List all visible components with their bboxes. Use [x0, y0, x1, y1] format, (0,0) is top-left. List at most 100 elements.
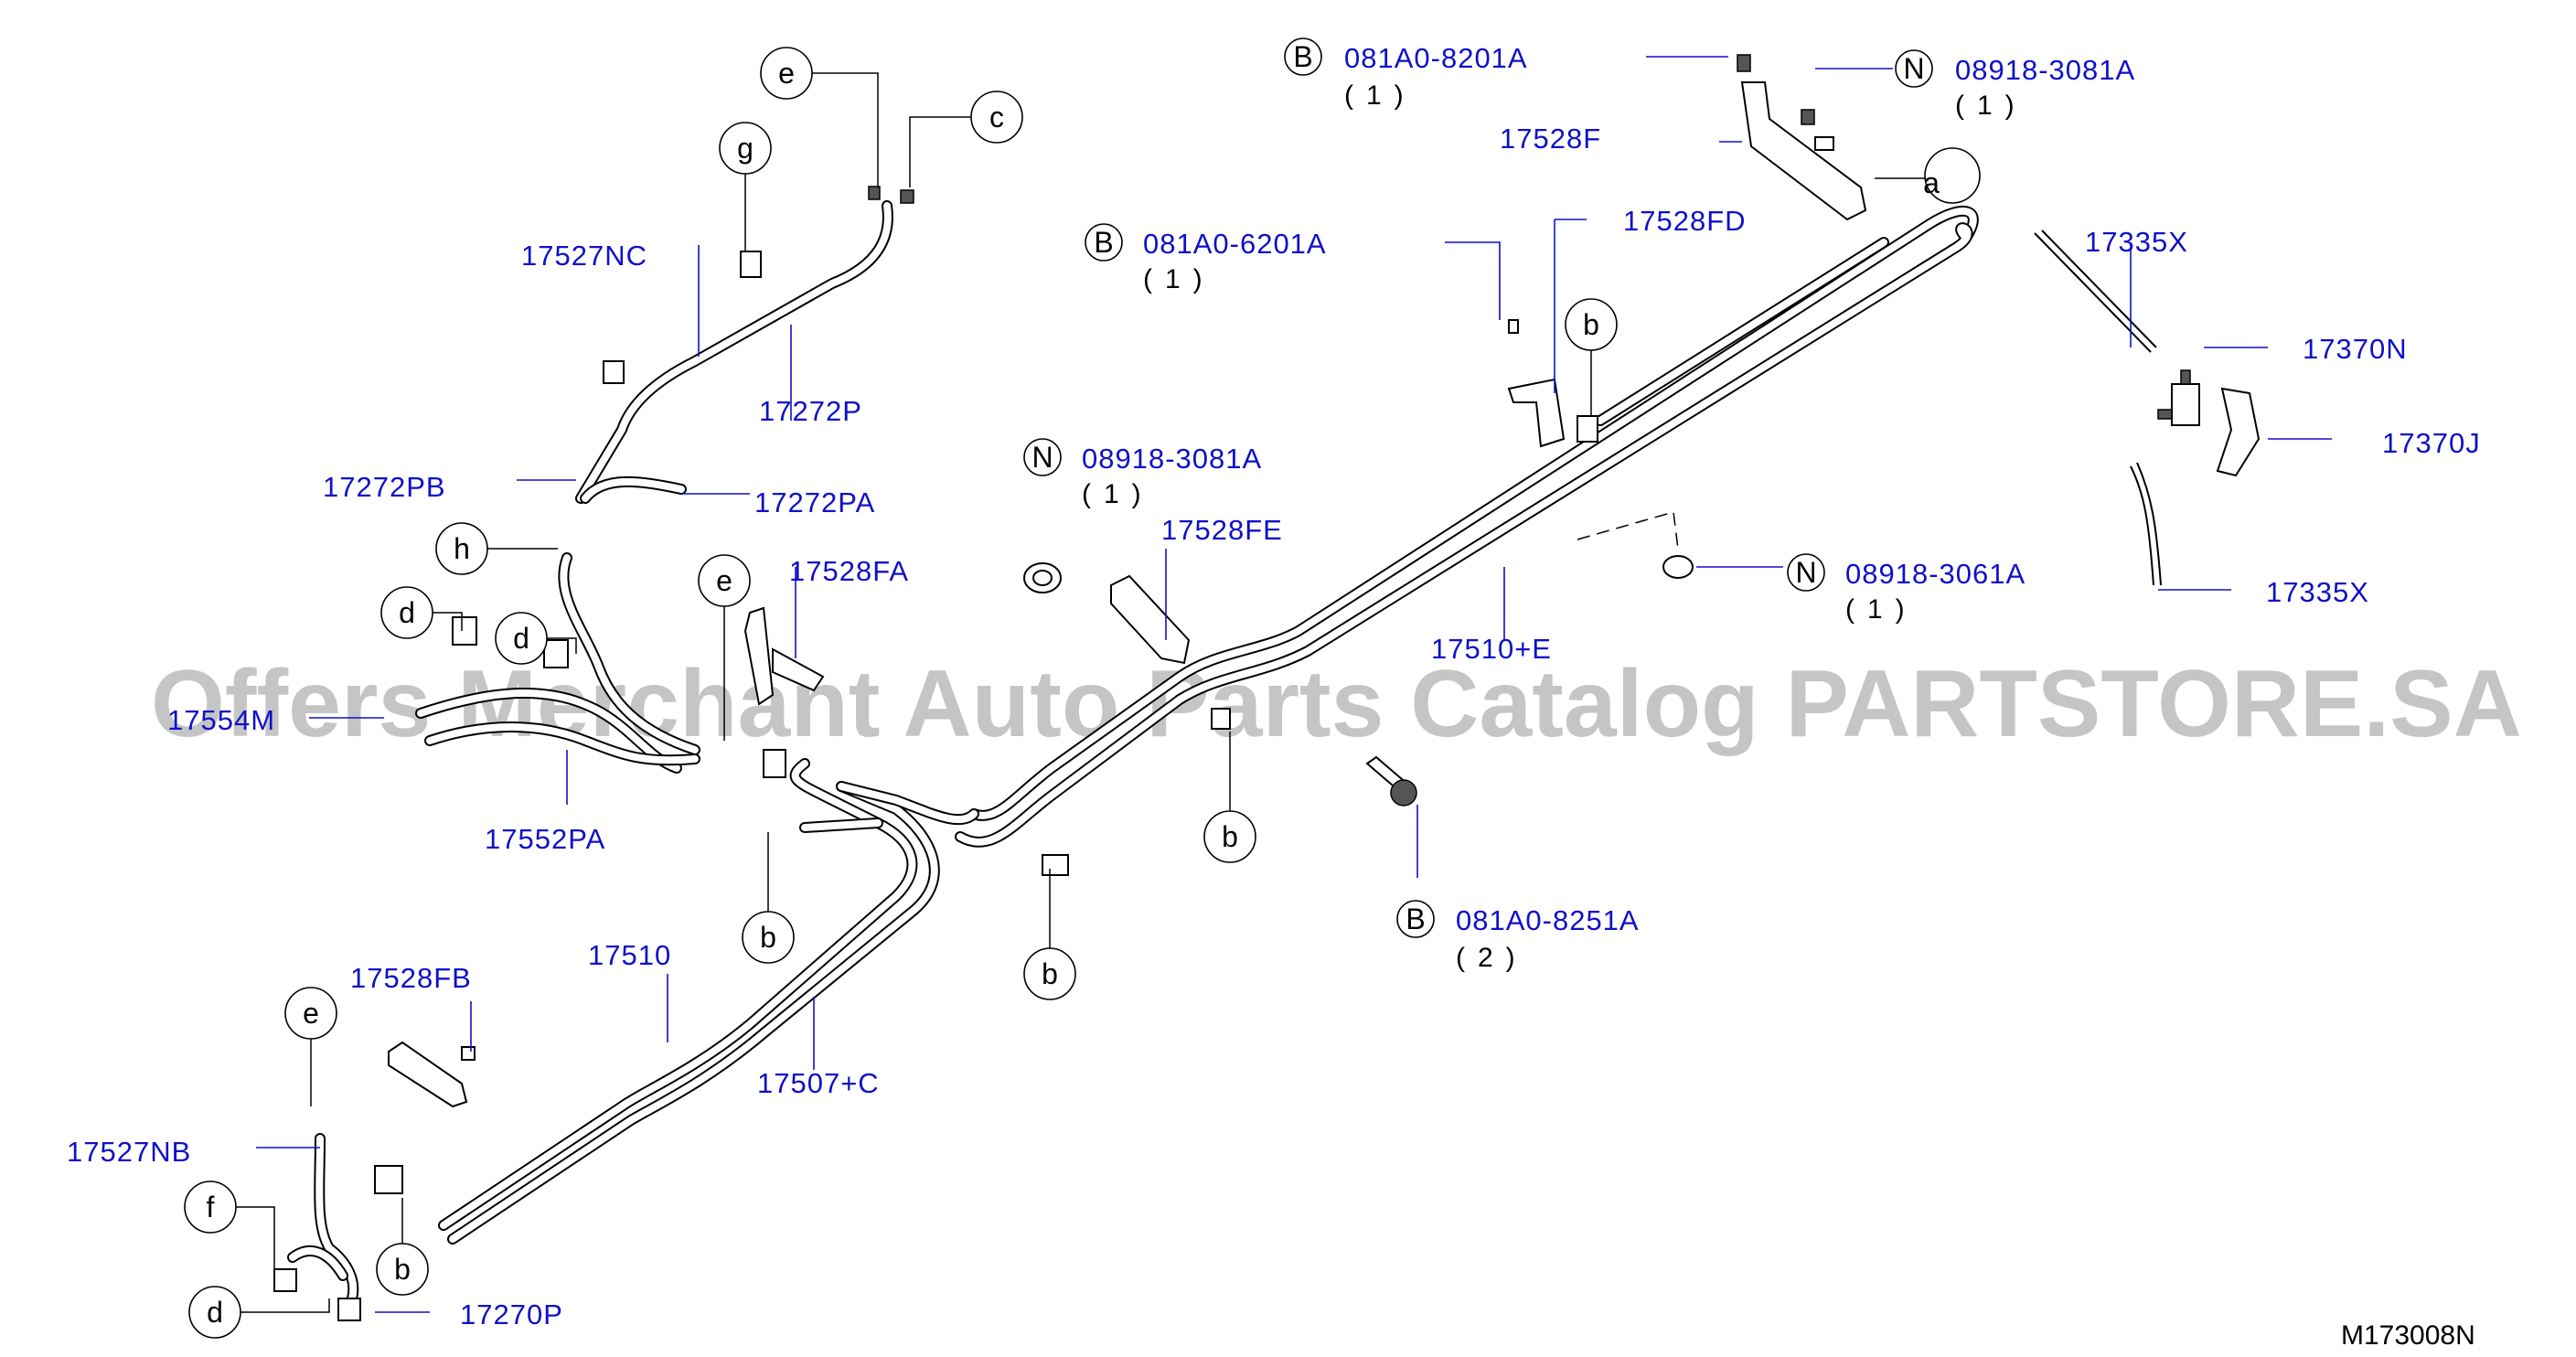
bracket-17528fa	[743, 606, 825, 706]
label-17528fb: 17528FB	[350, 962, 472, 994]
callout-f: f	[184, 1181, 237, 1234]
svg-text:b: b	[394, 1253, 411, 1286]
fastener-prefix: B	[1293, 40, 1312, 73]
svg-text:d: d	[513, 622, 529, 655]
hose-17335x	[2034, 230, 2162, 586]
fastener-prefix-circle	[1396, 900, 1435, 938]
part-number-labels: 17527NC 17272P 17272PB 17272PA 17554M 17…	[67, 123, 2481, 1330]
fastener-prefix: N	[1795, 556, 1816, 589]
fastener-prefix-circle	[1284, 37, 1322, 76]
callout-b: b	[376, 1243, 429, 1296]
fastener-prefix: B	[1406, 903, 1425, 935]
label-17527nc: 17527NC	[521, 240, 647, 272]
label-17272pb: 17272PB	[323, 471, 446, 503]
fastener-qty: (1)	[1955, 91, 2027, 121]
callout-b: b	[1203, 810, 1256, 863]
bracket-17370j	[2216, 387, 2261, 477]
label-17510e: 17510+E	[1431, 633, 1552, 665]
bracket-17528f	[1740, 81, 1867, 221]
label-17272p: 17272P	[759, 395, 862, 427]
callout-h: h	[435, 522, 488, 575]
bracket-17528fd	[1507, 378, 1566, 448]
label-17370j: 17370J	[2382, 427, 2481, 459]
svg-text:h: h	[454, 532, 470, 565]
bracket-17528fb	[388, 1041, 468, 1108]
callout-c: c	[970, 91, 1023, 144]
callout-d: d	[188, 1286, 241, 1339]
label-17335x-top: 17335X	[2085, 226, 2188, 258]
fastener-qty: (1)	[1143, 264, 1215, 294]
leader-lines	[256, 56, 2332, 1313]
fastener-part-08918-3061a: 08918-3061A	[1845, 558, 2026, 590]
callout-b: b	[1565, 298, 1618, 351]
callout-d: d	[495, 612, 548, 665]
fastener-labels: B 081A0-8201A (1) N 08918-3081A (1) B 08…	[1023, 37, 2135, 973]
hose-17272p	[575, 200, 893, 504]
callout-d: d	[380, 586, 433, 639]
label-17554m: 17554M	[167, 704, 275, 736]
fastener-prefix-circle	[1787, 553, 1825, 592]
label-17528fd: 17528FD	[1623, 205, 1747, 237]
callout-b: b	[1023, 947, 1076, 1000]
callout-b: b	[742, 911, 795, 964]
svg-text:e: e	[778, 57, 795, 90]
fastener-qty: (2)	[1456, 943, 1528, 973]
canister-17370n	[2157, 369, 2200, 426]
label-17510: 17510	[588, 939, 671, 971]
label-17528f: 17528F	[1500, 123, 1601, 155]
svg-text:d: d	[399, 596, 415, 629]
fastener-prefix-circle	[1023, 438, 1062, 476]
clip-set	[273, 54, 1815, 1321]
fastener-part-081a0-8251a: 081A0-8251A	[1456, 904, 1640, 936]
fastener-prefix-circle	[1085, 223, 1123, 262]
label-17272pa: 17272PA	[754, 486, 875, 518]
grommet-08918-3061a	[1662, 555, 1694, 579]
label-17528fe: 17528FE	[1161, 514, 1283, 546]
main-fuel-tube	[955, 205, 1979, 848]
fastener-qty: (1)	[1082, 479, 1154, 509]
svg-text:f: f	[207, 1191, 215, 1223]
callout-e: e	[698, 554, 751, 607]
label-17527nb: 17527NB	[67, 1136, 191, 1168]
svg-text:b: b	[760, 921, 776, 954]
label-17370n: 17370N	[2303, 333, 2408, 365]
front-fuel-tube	[438, 758, 979, 1245]
callout-leaders	[236, 72, 1925, 1313]
hose-17270p	[287, 1133, 359, 1304]
dashed-leader	[1577, 511, 1679, 550]
hose-17552pa	[415, 552, 700, 774]
fastener-prefix: N	[1903, 52, 1924, 85]
bracket-17528fe	[1110, 574, 1191, 665]
fastener-prefix: B	[1094, 226, 1113, 259]
fastener-prefix-circle	[1895, 49, 1933, 88]
callout-g: g	[719, 122, 772, 175]
watermark: Offers Merchant Auto Parts Catalog PARTS…	[151, 651, 2522, 757]
fastener-part-081a0-8201a: 081A0-8201A	[1344, 42, 1528, 74]
svg-text:a: a	[1923, 166, 1940, 199]
svg-text:e: e	[303, 997, 319, 1030]
callout-a: a	[1923, 147, 1981, 204]
fastener-part-081a0-6201a: 081A0-6201A	[1143, 228, 1327, 260]
svg-text:b: b	[1222, 820, 1238, 853]
label-17507c: 17507+C	[757, 1067, 880, 1099]
svg-text:b: b	[1042, 957, 1058, 990]
callout-e: e	[760, 47, 813, 100]
fastener-prefix: N	[1031, 441, 1053, 474]
label-17552pa: 17552PA	[485, 823, 605, 855]
bolt-081a0-8251a	[1365, 755, 1417, 807]
callout-circles: e c g h d d e b b b b b e f b d a	[184, 47, 1981, 1339]
drawing-code: M173008N	[2341, 1320, 2475, 1351]
fastener-part-08918-3081a: 08918-3081A	[1082, 443, 1262, 475]
label-17335x-bottom: 17335X	[2266, 576, 2369, 608]
fastener-qty: (1)	[1845, 594, 1918, 625]
svg-text:d: d	[207, 1296, 223, 1329]
svg-text:c: c	[989, 101, 1004, 134]
callout-e: e	[284, 987, 337, 1040]
svg-text:g: g	[737, 132, 754, 165]
fastener-part-08918-3081a: 08918-3081A	[1955, 54, 2135, 86]
svg-text:e: e	[716, 564, 732, 597]
label-17270p: 17270P	[460, 1298, 563, 1330]
svg-text:b: b	[1583, 308, 1599, 341]
grommet-08918-3081a	[1023, 562, 1062, 593]
